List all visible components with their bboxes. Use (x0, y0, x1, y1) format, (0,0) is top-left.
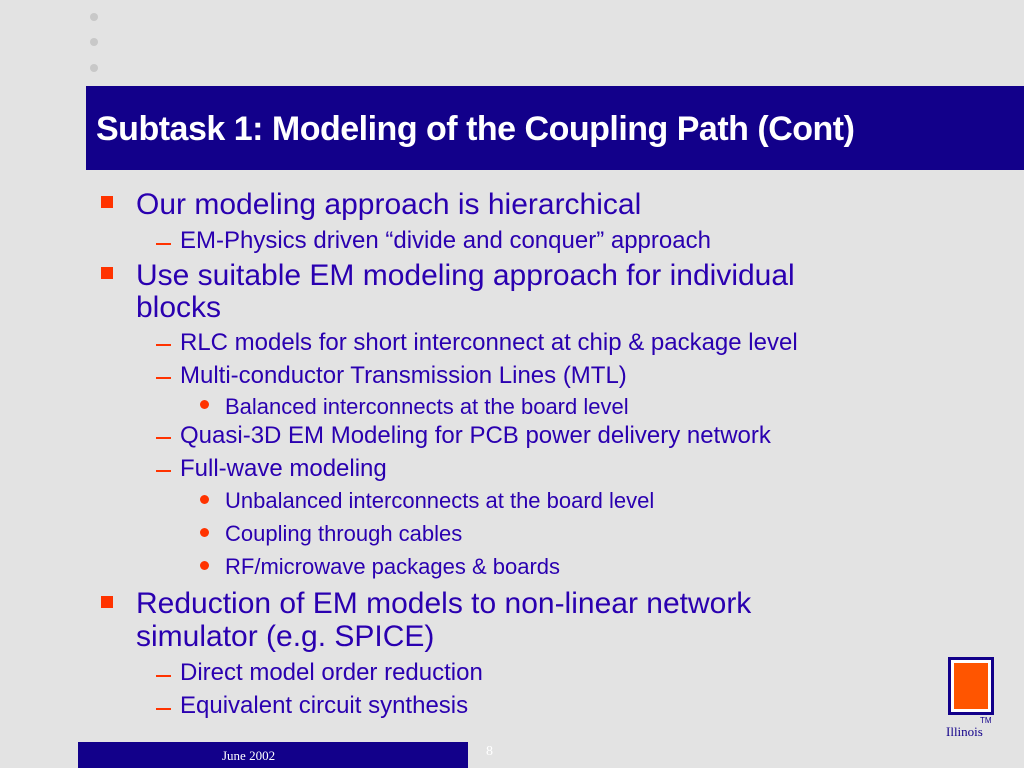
square-bullet-icon (101, 596, 113, 608)
bullet-text-continued: simulator (e.g. SPICE) (136, 620, 435, 653)
sub-sub-bullet-text: Coupling through cables (225, 521, 463, 546)
footer-date: June 2002 (222, 748, 276, 763)
dash-bullet-icon (156, 675, 171, 677)
footer-bar: June 2002 (78, 742, 468, 768)
bullet-text-continued: blocks (136, 291, 222, 324)
dot-bullet-icon (200, 561, 209, 570)
sub-bullet-text: Quasi-3D EM Modeling for PCB power deliv… (180, 422, 771, 449)
dash-bullet-icon (156, 470, 171, 472)
dot-bullet-icon (200, 495, 209, 504)
sub-sub-bullet-text: Balanced interconnects at the board leve… (225, 394, 629, 419)
bullet-text: Use suitable EM modeling approach for in… (136, 259, 795, 292)
decor-dot (90, 38, 98, 46)
dash-bullet-icon (156, 437, 171, 439)
sub-sub-bullet-text: RF/microwave packages & boards (225, 554, 561, 579)
square-bullet-icon (101, 196, 113, 208)
sub-sub-bullet-text: Unbalanced interconnects at the board le… (225, 488, 655, 513)
bullet-text: Reduction of EM models to non-linear net… (136, 587, 752, 620)
logo-label: Illinois (946, 724, 983, 739)
sub-bullet-text: Full-wave modeling (180, 455, 387, 482)
logo-column (954, 663, 988, 709)
dash-bullet-icon (156, 344, 171, 346)
decor-dot (90, 13, 98, 21)
bullet-text: Our modeling approach is hierarchical (136, 188, 642, 221)
dash-bullet-icon (156, 243, 171, 245)
sub-bullet-text: Direct model order reduction (180, 659, 483, 686)
sub-bullet-text: RLC models for short interconnect at chi… (180, 329, 798, 356)
page-number: 8 (486, 744, 493, 759)
dot-bullet-icon (200, 400, 209, 409)
dash-bullet-icon (156, 377, 171, 379)
square-bullet-icon (101, 267, 113, 279)
dash-bullet-icon (156, 708, 171, 710)
decor-dot (90, 64, 98, 72)
trademark-mark: TM (980, 716, 992, 725)
slide-title: Subtask 1: Modeling of the Coupling Path… (96, 110, 855, 148)
dot-bullet-icon (200, 528, 209, 537)
illinois-logo-icon (948, 657, 994, 715)
sub-bullet-text: EM-Physics driven “divide and conquer” a… (180, 227, 711, 254)
title-bar: Subtask 1: Modeling of the Coupling Path… (86, 86, 1024, 170)
slide-content: Our modeling approach is hierarchical EM… (101, 188, 798, 719)
sub-bullet-text: Equivalent circuit synthesis (180, 692, 469, 719)
sub-bullet-text: Multi-conductor Transmission Lines (MTL) (180, 362, 627, 389)
